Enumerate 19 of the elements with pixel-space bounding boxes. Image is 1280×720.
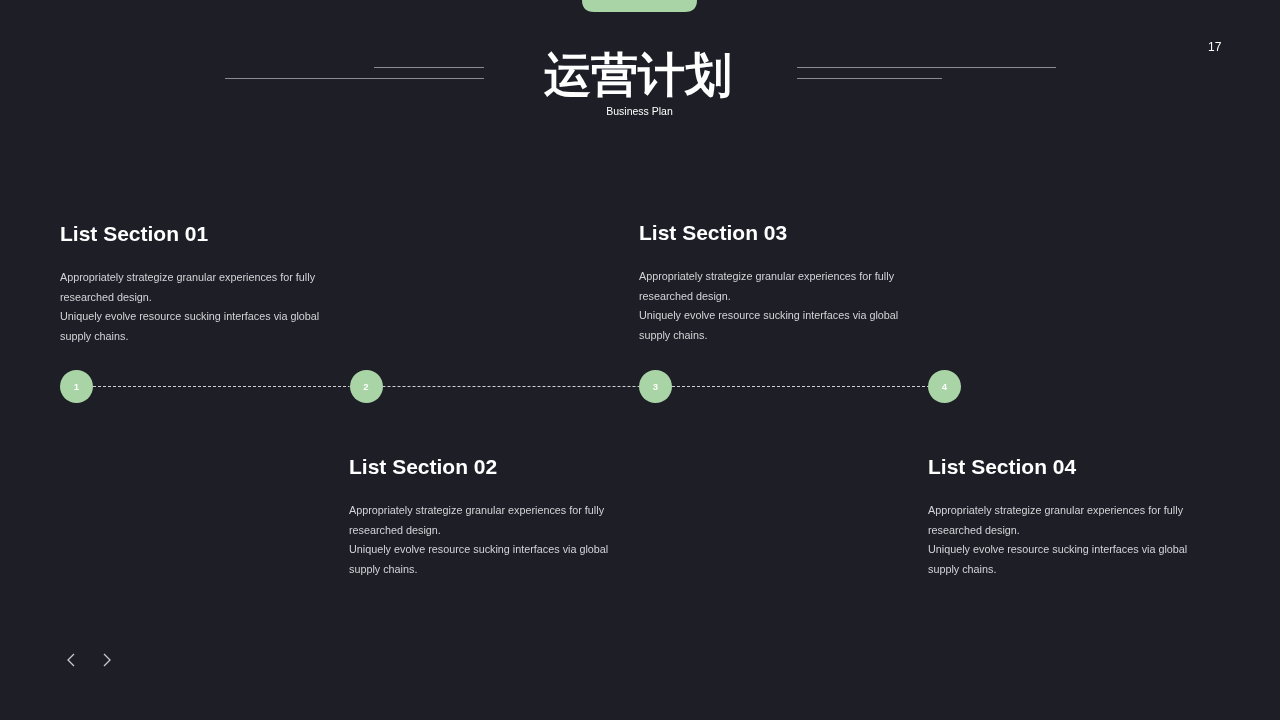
body-text: Appropriately strategize granular experiences for fully researched design. — [60, 270, 317, 305]
body-text: Appropriately strategize granular experiences for fully researched design. — [928, 503, 1185, 538]
number-circle: 2 — [349, 370, 383, 403]
body-text: Uniquely evolve resource sucking interfaces via global supply chains. — [928, 542, 1189, 577]
section-heading: List Section 04 — [928, 455, 1077, 479]
body-text: Uniquely evolve resource sucking interfaces via global supply chains. — [60, 309, 321, 344]
title: 运营计划 — [544, 48, 732, 102]
body-text: Uniquely evolve resource sucking interfaces via global supply chains. — [639, 308, 900, 343]
body-text: Uniquely evolve resource sucking interfaces via global supply chains. — [349, 542, 610, 577]
section-heading: List Section 01 — [60, 222, 209, 246]
section-heading: List Section 02 — [349, 455, 498, 479]
number-circle: 3 — [639, 370, 672, 403]
body-text: Appropriately strategize granular experiences for fully researched design. — [349, 503, 606, 538]
page-number: 17 — [1208, 40, 1222, 54]
section-heading: List Section 03 — [639, 221, 788, 245]
subtitle: Business Plan — [606, 104, 673, 118]
body-text: Appropriately strategize granular experiences for fully researched design. — [639, 269, 896, 304]
number-circle: 1 — [60, 370, 93, 403]
number-circle: 4 — [928, 370, 961, 403]
